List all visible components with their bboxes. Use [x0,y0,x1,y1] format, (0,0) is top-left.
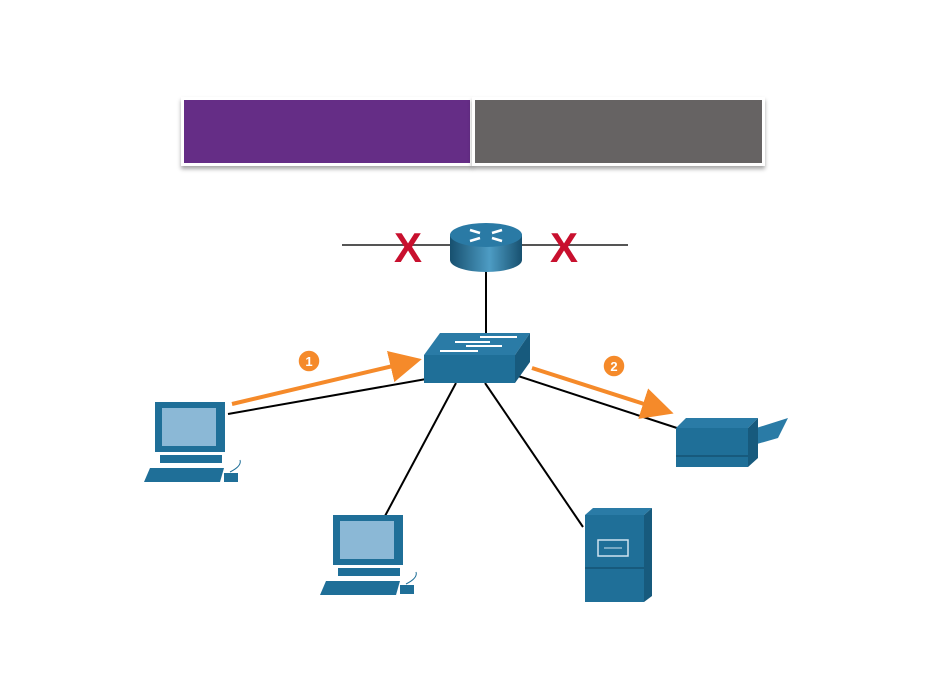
switch-icon[interactable] [424,333,530,383]
link-switch-pc1 [227,377,433,415]
flow-arrow-2 [531,366,674,419]
link-switch-printer [511,373,681,430]
blocked-marker-left: X [394,224,422,271]
step-badge-1-label: 1 [305,354,312,369]
flow-arrow-1 [231,350,422,406]
pc-icon-1[interactable] [144,402,241,482]
step-badge-2-label: 2 [610,359,617,374]
step-badge-2: 2 [602,354,626,378]
step-badge-1: 1 [297,349,321,373]
printer-icon[interactable] [676,418,788,467]
server-icon[interactable] [585,508,652,602]
link-switch-server [484,382,584,528]
header-bar-left [181,97,473,166]
pc-icon-2[interactable] [320,515,417,595]
header-bar-right [472,97,765,166]
link-switch-pc2 [384,382,457,517]
router-icon[interactable] [450,223,522,272]
blocked-marker-right: X [550,224,578,271]
